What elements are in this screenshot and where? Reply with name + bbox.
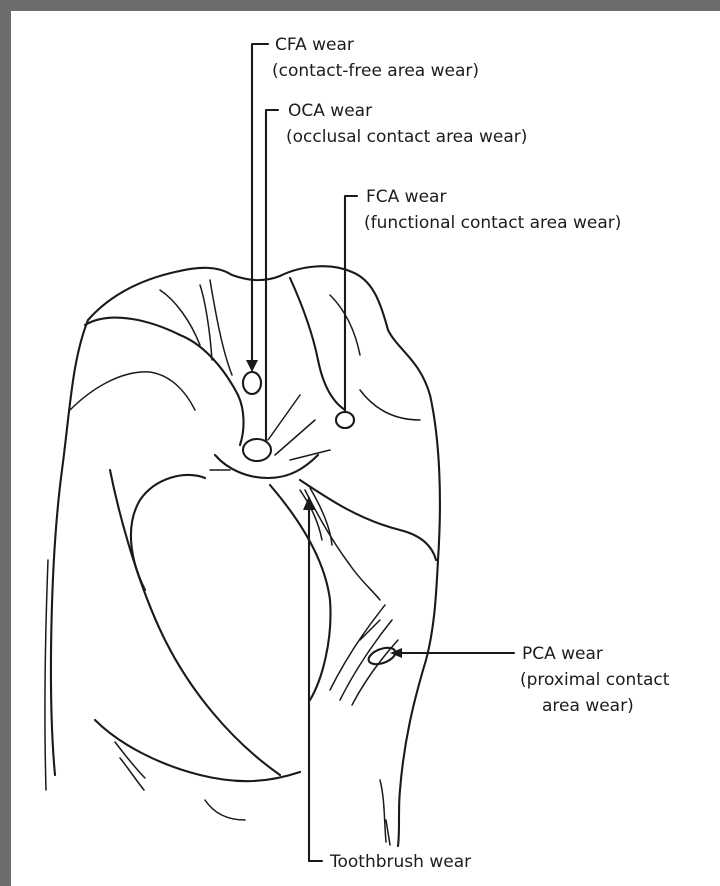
cfa-label-desc: (contact-free area wear) [272, 61, 479, 81]
fca-label-desc: (functional contact area wear) [364, 213, 621, 233]
tooth-cusp-ridge-1 [70, 372, 195, 410]
fca-wear-spot [336, 412, 354, 428]
fca-leader-line [345, 196, 357, 412]
tooth-buccal-lobe [110, 470, 280, 775]
cfa-wear-spot [243, 372, 261, 394]
tooth-distal-cusp [290, 278, 345, 410]
oca-label: OCA wear (occlusal contact area wear) [286, 101, 527, 147]
tooth-distal-ridge [330, 295, 420, 420]
cfa-label: CFA wear (contact-free area wear) [272, 35, 479, 81]
toothbrush-label-title: Toothbrush wear [329, 852, 471, 872]
pca-label: PCA wear (proximal contact area wear) [520, 644, 670, 716]
tooth-drawing [45, 266, 440, 846]
cfa-label-title: CFA wear [275, 35, 354, 55]
tooth-lingual-lobe [270, 485, 330, 700]
tooth-left-lobe [95, 720, 300, 781]
tooth-proximal-hatch [330, 605, 398, 705]
oca-wear-spot [243, 439, 271, 461]
tooth-cusp-ridge-2 [160, 285, 212, 360]
fca-label-title: FCA wear [366, 187, 446, 207]
pca-label-title: PCA wear [522, 644, 603, 664]
tooth-crown-outline [51, 266, 440, 846]
toothbrush-label: Toothbrush wear [329, 852, 471, 872]
tooth-wear-diagram: CFA wear (contact-free area wear) OCA we… [11, 11, 720, 886]
cfa-arrowhead [246, 360, 258, 372]
tooth-root-lines [115, 742, 245, 820]
oca-leader-line [266, 110, 278, 440]
pca-label-desc-2: area wear) [542, 696, 634, 716]
tooth-fossa-lines [210, 395, 330, 470]
oca-label-desc: (occlusal contact area wear) [286, 127, 527, 147]
fca-label: FCA wear (functional contact area wear) [364, 187, 621, 233]
tooth-inner-lobe [131, 475, 205, 590]
tooth-groove-1 [210, 280, 232, 375]
pca-label-desc-1: (proximal contact [520, 670, 670, 690]
tooth-left-root [45, 560, 48, 790]
tooth-root-right [380, 780, 390, 845]
oca-label-title: OCA wear [288, 101, 372, 121]
